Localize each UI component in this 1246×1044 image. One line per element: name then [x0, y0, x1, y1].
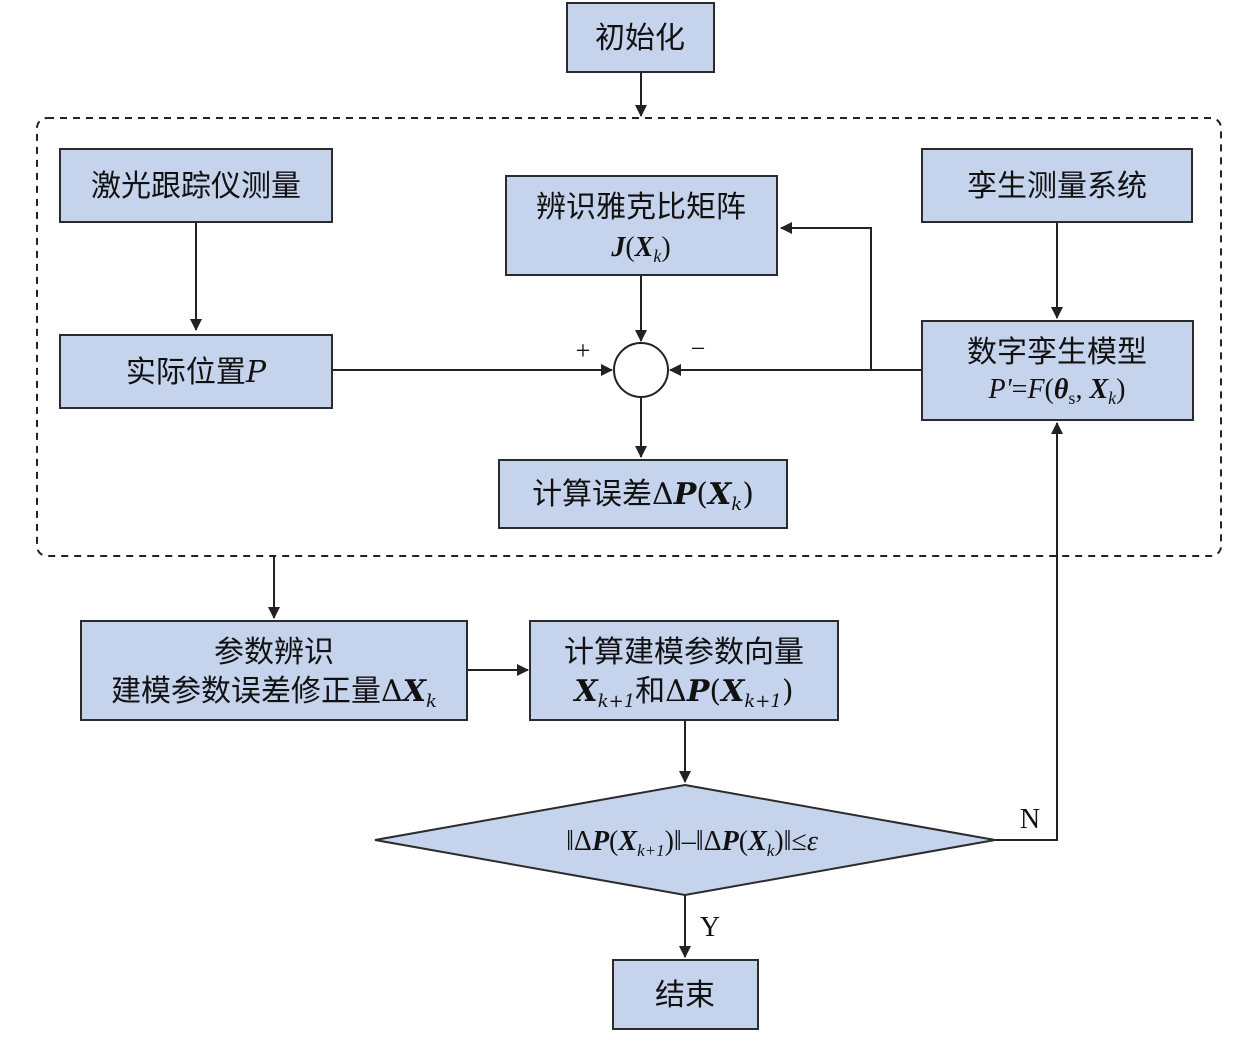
jacobian-label: 辨识雅克比矩阵 [536, 190, 746, 225]
parameter-identification-title: 参数辨识 [214, 635, 334, 670]
actual-position-label: 实际位置P [126, 355, 267, 390]
actual-position-box: 实际位置P [59, 334, 333, 409]
compute-parameter-vector-box: 计算建模参数向量 Xk+1和ΔP(Xk+1) [529, 620, 839, 721]
jacobian-box: 辨识雅克比矩阵 J(Xk) [505, 175, 778, 276]
digital-twin-model-formula: P'=F(θs, Xk) [988, 374, 1126, 408]
parameter-identification-box: 参数辨识 建模参数误差修正量ΔXk [80, 620, 468, 721]
branch-yes-label: Y [700, 912, 720, 943]
plus-sign: + [576, 336, 591, 365]
laser-tracker-box: 激光跟踪仪测量 [59, 148, 333, 223]
init-box: 初始化 [566, 2, 715, 73]
init-label: 初始化 [595, 21, 685, 56]
compute-parameter-vector-formula: Xk+1和ΔP(Xk+1) [572, 674, 793, 712]
jacobian-formula: J(Xk) [610, 232, 670, 266]
laser-tracker-label: 激光跟踪仪测量 [91, 169, 301, 204]
convergence-condition: ‖ΔP(Xk+1)‖–‖ΔP(Xk)‖≤ε [566, 826, 818, 860]
end-label: 结束 [655, 978, 715, 1013]
compute-error-label: 计算误差ΔP(Xk) [532, 477, 754, 515]
parameter-identification-subtitle: 建模参数误差修正量ΔXk [111, 674, 437, 712]
twin-measurement-box: 孪生测量系统 [921, 148, 1193, 223]
twin-measurement-label: 孪生测量系统 [967, 169, 1147, 204]
branch-no-label: N [1020, 804, 1040, 835]
digital-twin-model-label: 数字孪生模型 [967, 335, 1147, 370]
end-box: 结束 [612, 959, 759, 1030]
digital-twin-model-box: 数字孪生模型 P'=F(θs, Xk) [921, 320, 1194, 421]
summing-junction [613, 342, 669, 398]
convergence-decision: ‖ΔP(Xk+1)‖–‖ΔP(Xk)‖≤ε [374, 783, 996, 897]
compute-error-box: 计算误差ΔP(Xk) [498, 459, 788, 529]
compute-parameter-vector-title: 计算建模参数向量 [564, 635, 804, 670]
connectors [190, 72, 1063, 958]
minus-sign: − [691, 334, 706, 363]
